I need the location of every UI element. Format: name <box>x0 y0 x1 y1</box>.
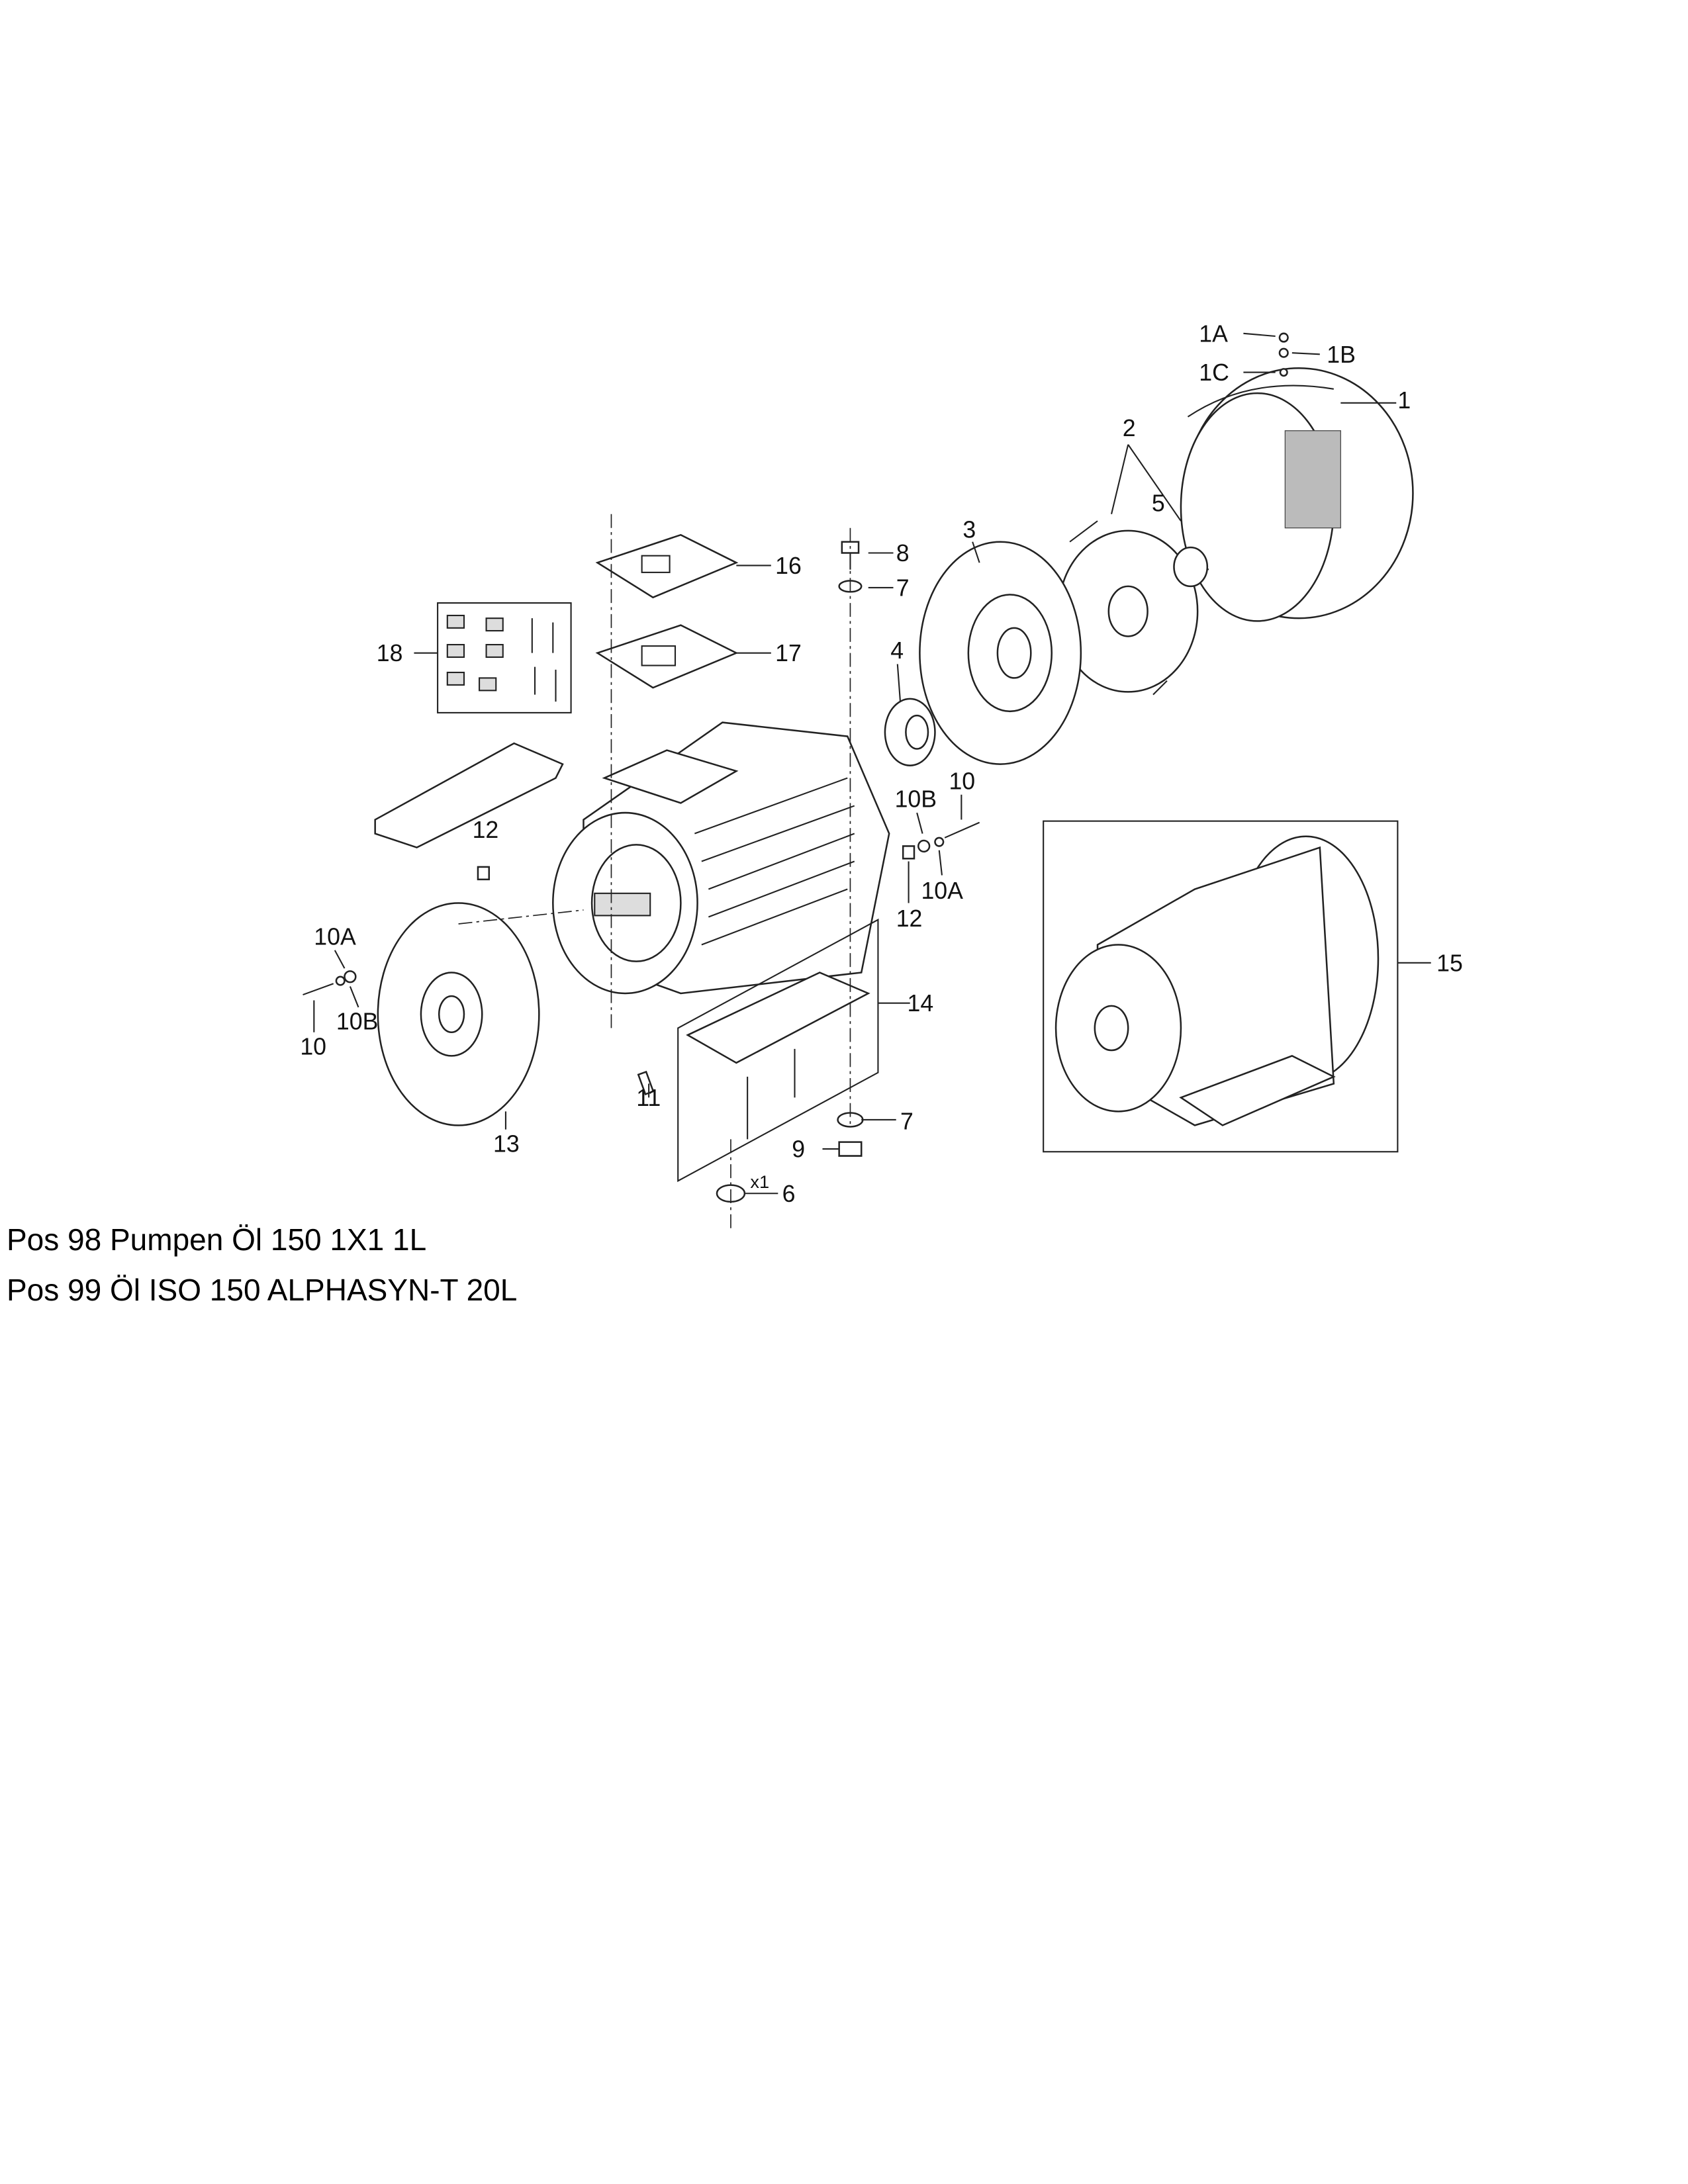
callout-6: 6 <box>782 1181 796 1207</box>
callout-17: 17 <box>775 640 802 666</box>
callout-7: 7 <box>900 1109 914 1135</box>
callout-1B: 1B <box>1327 341 1356 368</box>
front-endshield-part <box>377 902 540 1126</box>
terminal-kit-box <box>437 602 572 713</box>
assembled-motor-view <box>1043 820 1399 1153</box>
fan-cover-part <box>1180 332 1414 622</box>
callout-9: 9 <box>792 1136 805 1163</box>
callout-8: 8 <box>896 540 910 567</box>
callout-15: 15 <box>1436 950 1463 976</box>
callout-13: 13 <box>493 1130 520 1157</box>
callout-10B: 10B <box>336 1009 378 1035</box>
callout-14: 14 <box>907 990 933 1017</box>
callout-10B: 10B <box>895 786 937 813</box>
quantity-x1: x1 <box>750 1171 769 1192</box>
callout-10: 10 <box>949 768 975 794</box>
callout-18: 18 <box>377 640 403 666</box>
callout-12: 12 <box>896 905 923 932</box>
callout-3: 3 <box>962 516 976 543</box>
rear-endshield-part <box>919 541 1082 765</box>
callout-16: 16 <box>775 553 802 579</box>
callout-1C: 1C <box>1199 359 1229 386</box>
callout-12: 12 <box>473 817 499 843</box>
terminal-box-cover-part <box>595 533 739 599</box>
callout-11: 11 <box>636 1085 661 1111</box>
callout-1A: 1A <box>1199 320 1228 347</box>
callout-10: 10 <box>300 1033 326 1060</box>
note-pos-98: Pos 98 Pumpen Öl 150 1X1 1L <box>7 1222 427 1257</box>
callout-10A: 10A <box>921 878 963 904</box>
callout-10A: 10A <box>314 923 356 950</box>
note-pos-99: Pos 99 Öl ISO 150 ALPHASYN-T 20L <box>7 1273 518 1307</box>
foot-kit-box <box>677 918 879 1183</box>
motor-housing-part <box>552 721 890 995</box>
callout-2: 2 <box>1123 415 1136 441</box>
callout-4: 4 <box>890 637 904 664</box>
foot-upper-part <box>374 742 564 848</box>
callout-7: 7 <box>896 575 910 602</box>
callout-5: 5 <box>1152 490 1165 517</box>
callout-1: 1 <box>1397 387 1411 414</box>
fan-part <box>1055 520 1209 696</box>
bearing-part <box>884 698 936 766</box>
terminal-box-gasket-part <box>595 624 739 689</box>
